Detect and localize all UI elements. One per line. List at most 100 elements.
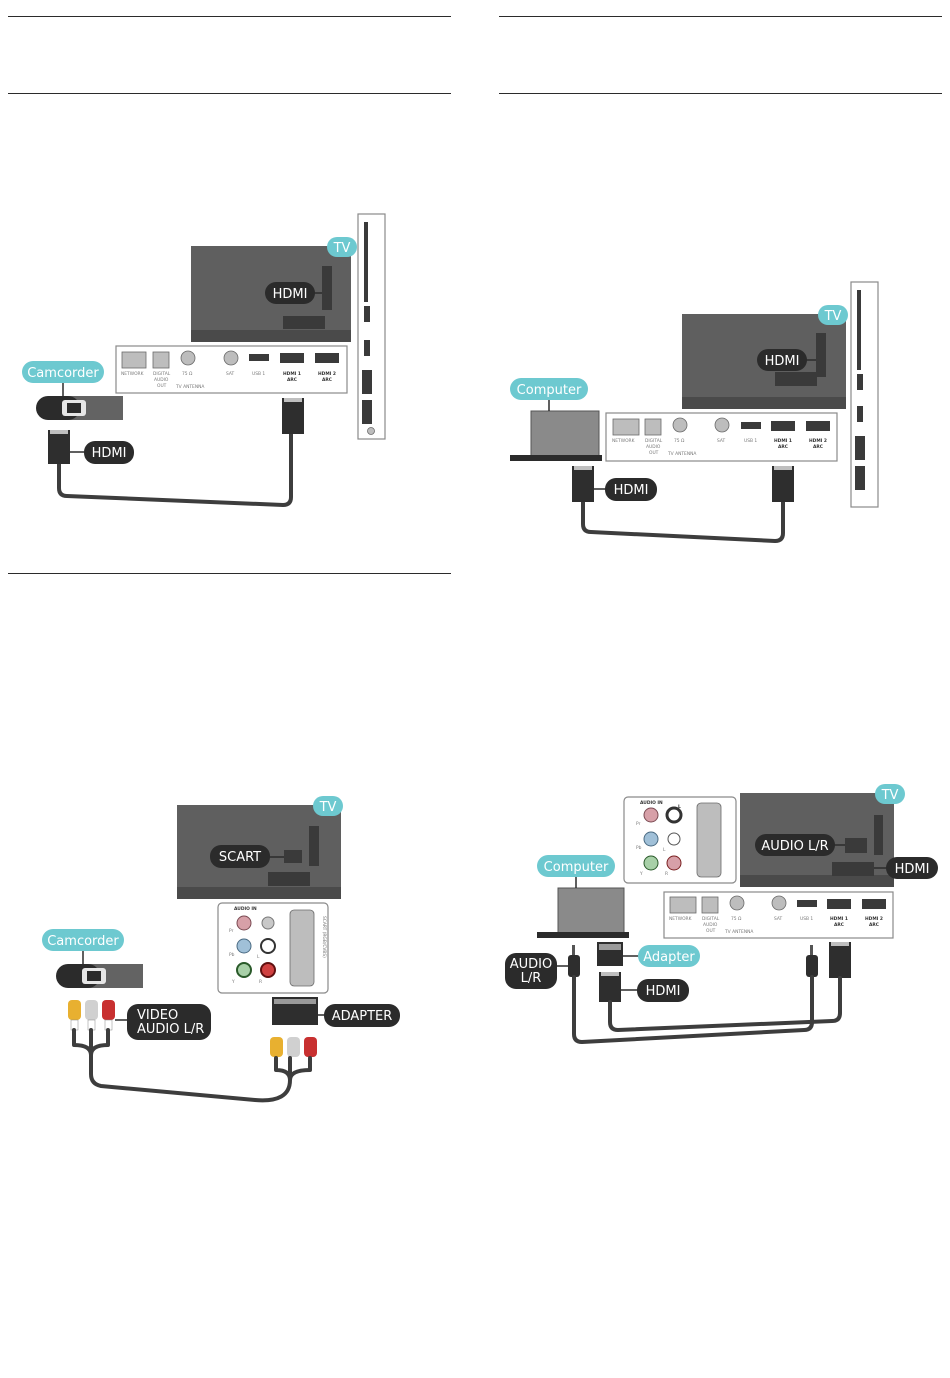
audio-lr-label-text: AUDIO L/R — [137, 1022, 204, 1037]
port-label-hdmi2: HDMI 2 — [318, 371, 336, 377]
port-label-audio: AUDIO — [154, 377, 169, 383]
port-label-out: OUT — [157, 383, 167, 389]
audio-cable — [572, 975, 814, 1044]
adapter-label — [324, 1004, 400, 1027]
section-rule-left — [8, 93, 451, 94]
camcorder-label — [42, 929, 124, 951]
section-rule-right — [499, 93, 942, 94]
hdmi-cable — [581, 498, 785, 543]
computer-label-text: Computer — [544, 860, 609, 875]
port-label-hdmi2: HDMI 2 — [809, 438, 827, 444]
audio-in-label: AUDIO IN — [640, 800, 663, 806]
port-label-hdmi1: HDMI 1 — [830, 916, 848, 922]
jack-label-pr: Pr — [636, 821, 641, 827]
video-audio-label — [127, 1004, 211, 1040]
port-label-arc1: ARC — [778, 444, 788, 450]
port-label-tv-antenna: TV ANTENNA — [724, 929, 753, 935]
tv-label-text: TV — [881, 788, 899, 803]
port-label-arc2: ARC — [322, 377, 332, 383]
jack-label-l: L — [257, 954, 260, 960]
hdmi-cable-label — [637, 979, 689, 1002]
tv-label — [818, 305, 848, 325]
hdmi-plug-tv — [772, 466, 794, 502]
audio-in-label: AUDIO IN — [234, 906, 257, 912]
audio-plug-computer — [568, 955, 580, 977]
tv-label-text: TV — [333, 241, 351, 256]
port-label-network: NETWORK — [669, 916, 692, 922]
hdmi-cable-label — [84, 441, 134, 464]
port-label-digital: DIGITAL — [153, 371, 171, 377]
hdmi-plug-computer — [572, 466, 594, 502]
hdmi-cable-label — [605, 478, 657, 501]
audio-lr-tv-label — [755, 834, 835, 856]
port-label-sat: SAT — [774, 916, 783, 922]
hdmi-cable-label-text: HDMI — [646, 984, 681, 999]
port-label-usb1: USB 1 — [744, 438, 757, 444]
audio-lr-cable-label — [505, 953, 557, 989]
scart-label-text: SCART — [219, 850, 261, 865]
computer-device — [557, 887, 625, 935]
port-label-out: OUT — [706, 928, 716, 934]
computer-device — [530, 410, 600, 458]
port-label-sat: SAT — [226, 371, 235, 377]
hdmi-cable-label-text: HDMI — [614, 483, 649, 498]
hdmi-plug-adapter — [599, 972, 621, 1002]
port-label-audio: AUDIO — [646, 444, 661, 450]
adapter-label-text: ADAPTER — [332, 1009, 393, 1024]
jack-label-y: Y — [231, 979, 235, 985]
scart-side-label: SCART (RGB/CVBS) — [321, 916, 327, 958]
port-label-digital: DIGITAL — [645, 438, 663, 444]
port-label-arc2: ARC — [813, 444, 823, 450]
port-label-usb1: USB 1 — [800, 916, 813, 922]
port-label-usb1: USB 1 — [252, 371, 265, 377]
audio-lr-tv-label-text: AUDIO L/R — [761, 839, 828, 854]
audio-cable-label-line1: AUDIO — [510, 957, 553, 972]
port-label-audio: AUDIO — [703, 922, 718, 928]
computer-label — [537, 855, 615, 877]
jack-label-pb: Pb — [229, 952, 235, 958]
tv-label — [327, 237, 357, 257]
jack-label-r: R — [259, 979, 262, 985]
jack-label-l: L — [663, 847, 666, 853]
port-label-network: NETWORK — [612, 438, 635, 444]
port-label-arc1: ARC — [834, 922, 844, 928]
jack-label-pr: Pr — [229, 928, 234, 934]
port-label-tv-antenna: TV ANTENNA — [667, 451, 696, 457]
computer-label-text: Computer — [517, 383, 582, 398]
hdmi-cable — [57, 431, 293, 507]
top-rule-left — [8, 16, 451, 17]
adapter-label-text: Adapter — [643, 950, 695, 965]
jack-label-y: Y — [639, 871, 643, 877]
scart-label — [210, 845, 270, 868]
hdmi-tv-label-text: HDMI — [273, 287, 308, 302]
jack-label-pb: Pb — [636, 845, 642, 851]
rca-cable — [72, 1028, 312, 1103]
port-label-arc2: ARC — [869, 922, 879, 928]
hdmi-tv-label — [265, 282, 315, 304]
section-rule-left-2 — [8, 573, 451, 574]
camcorder-label-text: Camcorder — [47, 934, 119, 949]
adapter-label — [638, 945, 700, 967]
port-label-digital: DIGITAL — [702, 916, 720, 922]
port-label-75ohm: 75 Ω — [731, 916, 742, 922]
video-label-text: VIDEO — [137, 1008, 178, 1023]
tv-label-text: TV — [319, 800, 337, 815]
computer-label — [510, 378, 588, 400]
top-rule-right — [499, 16, 942, 17]
port-label-network: NETWORK — [121, 371, 144, 377]
tv-label-text: TV — [824, 309, 842, 324]
port-label-out: OUT — [649, 450, 659, 456]
audio-in-l-label: L — [678, 804, 681, 810]
port-label-arc1: ARC — [287, 377, 297, 383]
hdmi-plug-device — [48, 430, 70, 464]
audio-plug-tv — [806, 955, 818, 977]
camcorder-label-text: Camcorder — [27, 366, 99, 381]
port-label-hdmi2: HDMI 2 — [865, 916, 883, 922]
hdmi-plug-tv — [829, 942, 851, 978]
camcorder-label — [22, 361, 104, 383]
hdmi-cable — [608, 976, 842, 1032]
